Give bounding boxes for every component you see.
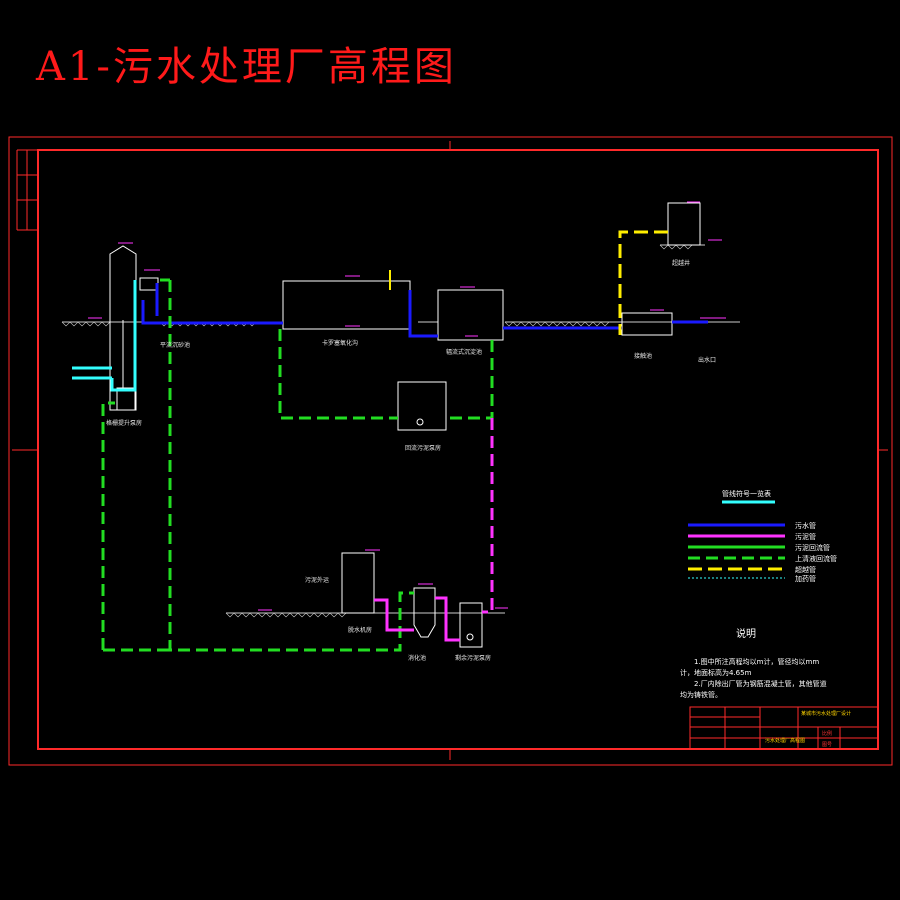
label-overflow-well: 超越井 <box>672 259 690 267</box>
overflow-well-outline <box>667 202 701 246</box>
legend-label-dosing: 加药管 <box>795 574 816 583</box>
overflow-pipe <box>618 230 668 335</box>
label-oxidation: 卡罗塞氧化沟 <box>322 339 358 347</box>
sludge-pipe <box>435 596 460 642</box>
digester-outline <box>413 587 436 638</box>
label-grit: 格栅提升泵房 <box>106 419 142 427</box>
legend-title: 管线符号一览表 <box>722 489 771 498</box>
sewage-pipe <box>408 290 438 338</box>
legend-label-sludge: 污泥管 <box>795 532 816 541</box>
label-sludge-out: 污泥外运 <box>305 576 329 584</box>
label-digester: 消化池 <box>408 654 426 662</box>
notes: 说明 1.图中所注高程均以m计，管径均以mm 计，地面标高为4.65m 2.厂内… <box>680 627 827 699</box>
label-grit-small: 平流沉砂池 <box>160 341 190 349</box>
sewage-pipe <box>141 300 283 325</box>
note-line-2: 计，地面标高为4.65m <box>680 668 752 677</box>
dosing-pipe <box>110 280 137 392</box>
note-line-4: 均为铸铁管。 <box>680 690 722 699</box>
contact-tank-outline <box>621 312 673 336</box>
sludge-well-outline <box>459 602 483 648</box>
return-sludge-pipe <box>168 280 414 652</box>
legend: 管线符号一览表 污水管 污泥管 污泥回流管 上清液回流管 超越管 加药管 <box>688 489 837 583</box>
page-title: A1-污水处理厂高程图 <box>36 44 457 90</box>
sludge-pump-house-outline <box>397 381 447 431</box>
title-block-scale: 比例 <box>822 730 832 737</box>
structure-labels: 格栅提升泵房 平流沉砂池 卡罗塞氧化沟 回流污泥泵房 辐流式沉淀池 接触池 出水… <box>106 259 716 662</box>
elevation-marks <box>88 201 726 611</box>
label-clarifier: 辐流式沉淀池 <box>446 348 482 356</box>
supernatant-pipe <box>101 401 115 650</box>
title-block-sheet: 图号 <box>822 742 832 748</box>
title-block-project: 某城市污水处理厂设计 <box>801 710 851 717</box>
label-sludge-pump: 回流污泥泵房 <box>405 444 441 452</box>
title-block: 某城市污水处理厂设计 污水处理厂高程图 比例 图号 <box>689 706 879 750</box>
label-dewater: 脱水机房 <box>348 626 372 634</box>
legend-label-supernatant: 上清液回流管 <box>795 554 837 563</box>
note-line-3: 2.厂内除出厂管为钢筋混凝土管，其他管道 <box>694 679 827 688</box>
label-outfall: 出水口 <box>698 356 716 364</box>
clarifier-outline <box>437 289 504 341</box>
drawing-frame <box>8 136 893 766</box>
small-grit-box <box>139 277 159 291</box>
structures <box>109 202 701 648</box>
sludge-pipe <box>374 598 414 632</box>
label-sludge-well: 剩余污泥泵房 <box>455 654 491 662</box>
dewater-house-outline <box>341 552 375 614</box>
ground-line <box>61 244 740 618</box>
note-line-1: 1.图中所注高程均以m计，管径均以mm <box>694 657 819 666</box>
return-sludge-pipe <box>278 329 398 420</box>
sludge-pipe <box>482 418 494 614</box>
legend-label-sewage: 污水管 <box>795 521 816 530</box>
title-block-drawing: 污水处理厂高程图 <box>765 737 805 744</box>
legend-label-overflow: 超越管 <box>795 565 816 574</box>
label-contact: 接触池 <box>634 352 652 360</box>
pipes <box>72 230 708 652</box>
notes-title: 说明 <box>736 627 756 640</box>
legend-label-return: 污泥回流管 <box>795 543 830 552</box>
